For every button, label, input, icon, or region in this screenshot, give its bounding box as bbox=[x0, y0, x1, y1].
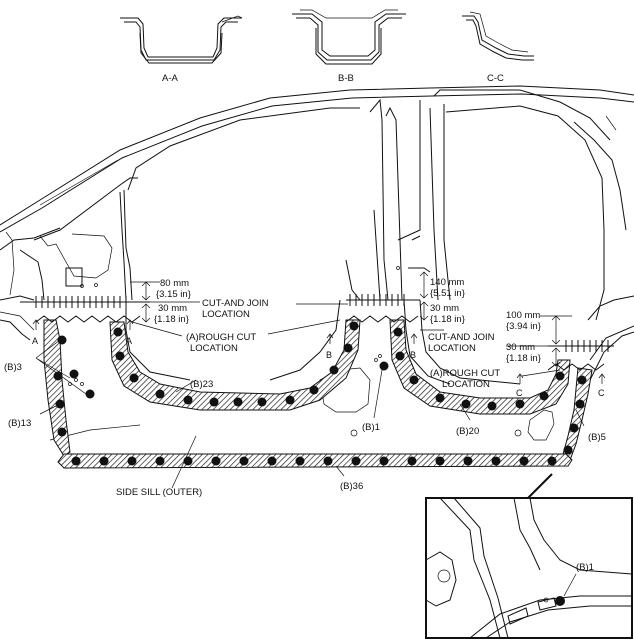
weld-count-b1-detail: (B)1 bbox=[576, 562, 594, 573]
hatched-rear-door-sill bbox=[389, 319, 571, 415]
section-view-a-a: A-A bbox=[120, 15, 243, 84]
marker-b-right: B bbox=[410, 350, 416, 360]
dim-100mm: 100 mm bbox=[506, 310, 540, 321]
marker-c-left: C bbox=[516, 388, 523, 398]
marker-a-right: A bbox=[126, 336, 132, 346]
dim-140mm-in: {5.51 in} bbox=[430, 288, 465, 299]
dim-30mm-front-in: {1.18 in} bbox=[154, 314, 189, 325]
hatched-rear-pillar-lower bbox=[561, 367, 593, 461]
weld-count-b36: (B)36 bbox=[340, 481, 363, 492]
cut-and-join-front-location: LOCATION bbox=[202, 309, 250, 320]
section-label-c-c: C-C bbox=[487, 73, 504, 84]
marker-b-left: B bbox=[326, 350, 332, 360]
rough-cut-zigzag-center bbox=[345, 315, 419, 323]
side-sill-outer-label: SIDE SILL (OUTER) bbox=[116, 487, 202, 498]
cut-and-join-front: CUT-AND JOIN bbox=[202, 298, 269, 309]
rough-cut-front-location: LOCATION bbox=[190, 343, 238, 354]
rough-cut-zigzag-front bbox=[35, 315, 141, 323]
dim-80mm-in: {3.15 in} bbox=[156, 289, 191, 300]
labels: 80 mm {3.15 in} 30 mm {1.18 in} CUT-AND … bbox=[4, 277, 606, 573]
dim-30mm-front: 30 mm bbox=[158, 303, 187, 314]
dim-80mm: 80 mm bbox=[160, 278, 189, 289]
body-side-outline bbox=[0, 85, 634, 441]
section-view-c-c: C-C bbox=[462, 11, 534, 84]
weld-count-b1: (B)1 bbox=[362, 422, 380, 433]
rough-cut-rear-location: LOCATION bbox=[442, 379, 490, 390]
section-view-b-b: B-B bbox=[292, 9, 406, 84]
marker-c-right: C bbox=[598, 388, 605, 398]
cut-lines bbox=[20, 294, 614, 371]
weld-count-b5: (B)5 bbox=[588, 432, 606, 443]
cut-and-join-center: CUT-AND JOIN bbox=[428, 332, 495, 343]
weld-spots bbox=[53, 321, 587, 466]
section-label-a-a: A-A bbox=[162, 73, 179, 84]
rough-cut-front: (A)ROUGH CUT bbox=[186, 332, 256, 343]
detail-inset bbox=[425, 473, 633, 639]
cut-and-join-center-location: LOCATION bbox=[428, 343, 476, 354]
hatched-front-pillar-lower bbox=[43, 319, 71, 457]
section-label-b-b: B-B bbox=[338, 73, 354, 84]
rough-cut-rear: (A)ROUGH CUT bbox=[430, 368, 500, 379]
detail-frame bbox=[425, 497, 633, 639]
hatched-front-door-sill bbox=[109, 319, 361, 411]
dim-30mm-center-in: {1.18 in} bbox=[430, 314, 465, 325]
marker-a-left: A bbox=[32, 336, 38, 346]
dim-30mm-rear-in: {1.18 in} bbox=[506, 353, 541, 364]
weld-count-b23: (B)23 bbox=[190, 379, 213, 390]
dim-30mm-center: 30 mm bbox=[430, 303, 459, 314]
dimension-lines bbox=[35, 271, 585, 489]
dim-100mm-in: {3.94 in} bbox=[506, 321, 541, 332]
weld-count-b13: (B)13 bbox=[8, 418, 31, 429]
section-markers bbox=[32, 319, 606, 384]
weld-count-b20: (B)20 bbox=[456, 426, 479, 437]
weld-count-b3: (B)3 bbox=[4, 362, 22, 373]
dim-30mm-rear: 30 mm bbox=[506, 342, 535, 353]
dim-140mm: 140 mm bbox=[430, 277, 464, 288]
